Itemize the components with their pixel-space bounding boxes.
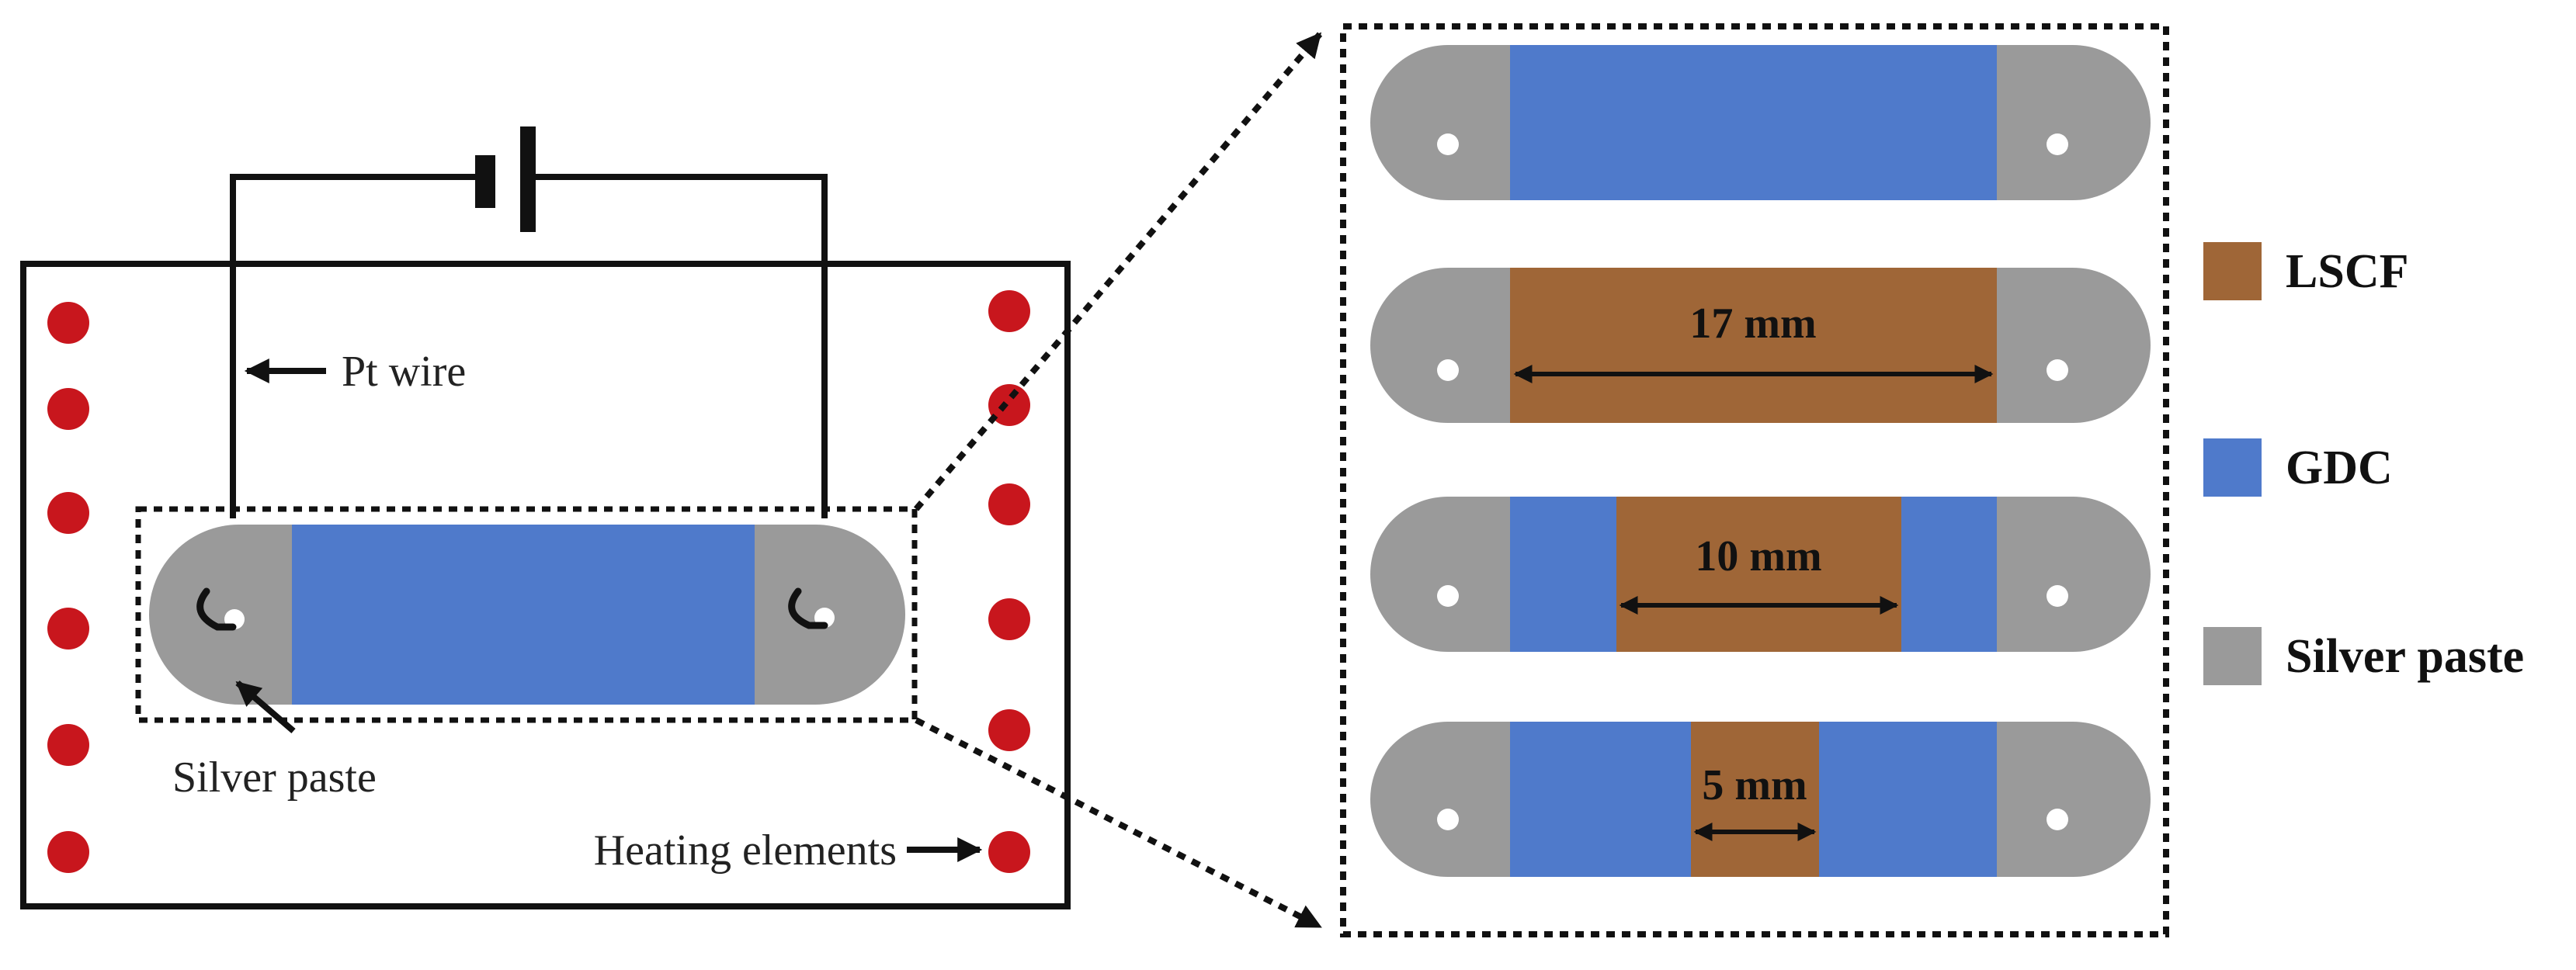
pt-wire-left [230, 174, 475, 518]
heating-element-dot [988, 709, 1030, 751]
furnace-sample [149, 525, 905, 705]
heating-elements-label: Heating elements [594, 826, 897, 875]
silver-paste-label: Silver paste [172, 753, 377, 802]
sample-1 [1370, 45, 2151, 200]
gdc-electrolyte [292, 525, 755, 705]
contact-hole [1437, 359, 1459, 381]
sample-2: 17 mm [1370, 268, 2151, 423]
wire-hook-icon [788, 587, 828, 629]
battery-icon [475, 126, 536, 232]
heating-elements-left [47, 302, 89, 873]
silver-paste-left [1370, 497, 1510, 652]
heating-element-dot [47, 302, 89, 344]
dimension-label-5mm: 5 mm [1702, 761, 1807, 809]
legend-swatch-gdc [2203, 438, 2262, 497]
dimension-label-17mm: 17 mm [1689, 300, 1816, 348]
lscf-region [1691, 722, 1819, 877]
silver-paste-right [1997, 45, 2151, 200]
silver-paste-left [1370, 45, 1510, 200]
heating-element-dot [47, 831, 89, 873]
heating-element-dot [47, 724, 89, 766]
lscf-region [1616, 497, 1901, 652]
heating-element-dot [47, 608, 89, 650]
heating-element-dot [47, 492, 89, 534]
contact-hole [2047, 133, 2068, 155]
zoom-region-box [135, 506, 918, 723]
silver-paste-right [1997, 497, 2151, 652]
heating-element-dot [988, 483, 1030, 525]
contact-hole [2047, 585, 2068, 607]
furnace-box [20, 261, 1071, 909]
silver-paste-right [1997, 268, 2151, 423]
zoom-connector-top [913, 32, 1323, 511]
legend-label-gdc: GDC [2286, 442, 2393, 494]
silver-paste-arrow [235, 680, 296, 734]
legend-swatch-lscf [2203, 242, 2262, 300]
lscf-region [1510, 268, 1997, 423]
legend-label-silver-paste: Silver paste [2286, 630, 2524, 683]
silver-paste-right [1997, 722, 2151, 877]
pt-wire-label: Pt wire [342, 348, 466, 396]
contact-hole [2047, 809, 2068, 830]
heating-element-dot [988, 598, 1030, 640]
contact-hole [1437, 133, 1459, 155]
legend: LSCF GDC Silver paste [2203, 242, 2524, 685]
heating-element-dot [988, 831, 1030, 873]
heating-element-dot [47, 388, 89, 430]
silver-paste-left [1370, 722, 1510, 877]
heating-element-dot [988, 384, 1030, 426]
sample-4: 5 mm [1370, 722, 2151, 877]
heating-elements-right [988, 290, 1030, 873]
contact-hole [2047, 359, 2068, 381]
wire-hook-icon [196, 587, 237, 631]
pt-wire-right [536, 174, 828, 518]
zoomed-samples-box [1340, 23, 2169, 937]
gdc-region [1510, 45, 1997, 200]
silver-paste-left [149, 525, 292, 705]
silver-paste-left [1370, 268, 1510, 423]
legend-label-lscf: LSCF [2286, 245, 2408, 298]
contact-hole [1437, 809, 1459, 830]
sample-3: 10 mm [1370, 497, 2151, 652]
zoom-connector-bottom [915, 717, 1322, 930]
heating-element-dot [988, 290, 1030, 332]
dimension-label-10mm: 10 mm [1695, 532, 1821, 580]
contact-hole [1437, 585, 1459, 607]
legend-swatch-silver-paste [2203, 627, 2262, 685]
